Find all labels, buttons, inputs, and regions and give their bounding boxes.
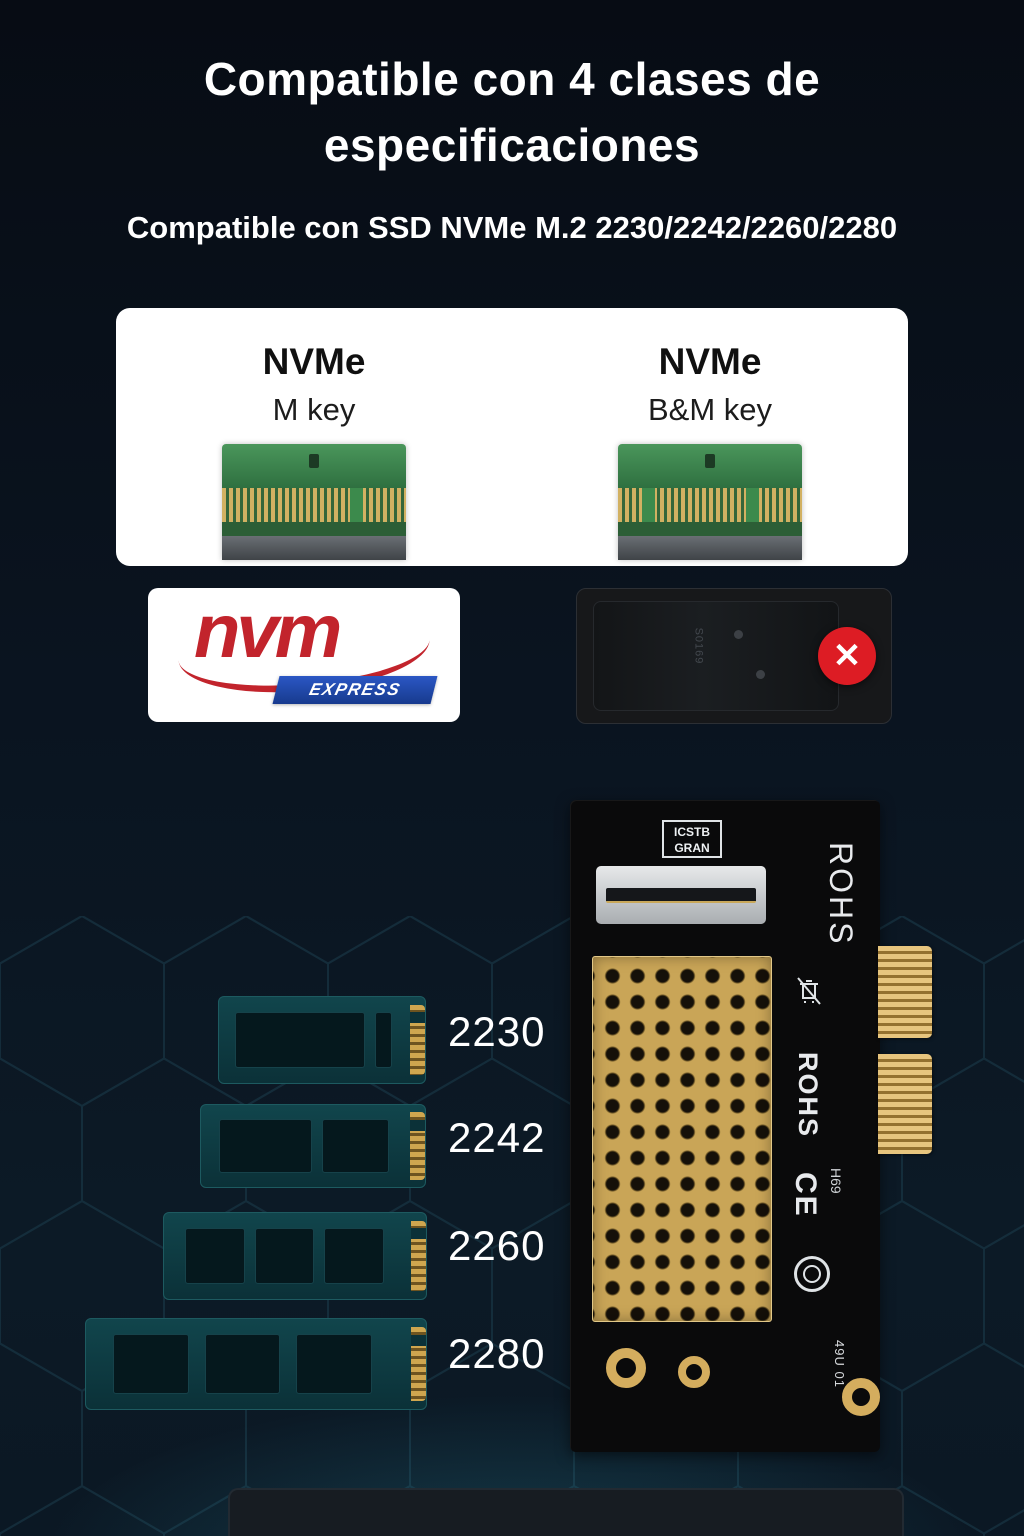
- size-label-2280: 2280: [448, 1330, 546, 1377]
- express-logo-text: EXPRESS: [307, 680, 403, 699]
- ssd-2242-graphic: [200, 1104, 426, 1188]
- m-key-notch: [746, 487, 759, 522]
- adapter-label-box: ICSTB GRAN: [662, 820, 722, 858]
- rohs-marking-top: ROHS: [823, 842, 859, 947]
- chip: [235, 1011, 366, 1069]
- chip: [375, 1011, 393, 1069]
- bottom-stand: [228, 1488, 904, 1536]
- chip: [254, 1227, 315, 1285]
- chips: [113, 1334, 372, 1394]
- page-subtitle: Compatible con SSD NVMe M.2 2230/2242/22…: [126, 210, 898, 245]
- adapter-label-line2: GRAN: [674, 840, 710, 855]
- page-title-line2: especificaciones: [323, 119, 701, 171]
- size-label-2242: 2242: [448, 1114, 546, 1161]
- bm-key-label: B&M key: [647, 391, 773, 427]
- nvm-express-logo-card: nvm EXPRESS: [148, 588, 460, 722]
- ssd-pcb-marking: S0169: [692, 627, 705, 665]
- edge-notch: [411, 1228, 426, 1240]
- chip: [113, 1334, 189, 1394]
- adapter-label-line1: ICSTB: [674, 825, 710, 839]
- rohs-marking-side: ROHS: [793, 1052, 823, 1139]
- m-key-label: M key: [272, 391, 356, 427]
- mounting-hole: [842, 1378, 880, 1416]
- ssd-2260-graphic: [163, 1212, 427, 1300]
- serial-marking: 49U 01: [832, 1340, 847, 1388]
- nvm-logo-text: nvm: [194, 589, 342, 674]
- chips: [235, 1011, 393, 1069]
- pcie-edge-connector-segment-1: [878, 946, 932, 1038]
- page-title-line1: Compatible con 4 clases de: [203, 53, 821, 105]
- gold-fingers: [618, 487, 802, 522]
- bm-key-connector-photo: [618, 443, 802, 560]
- pcie-adapter-card-photo: ICSTB GRAN ROHS ROHS CE H69: [570, 800, 932, 1452]
- screw-pad: [734, 630, 743, 639]
- connector-underside: [618, 535, 802, 560]
- chip: [184, 1227, 245, 1285]
- pcb-mid: [222, 521, 406, 536]
- chip: [296, 1334, 372, 1394]
- connector-underside: [222, 535, 406, 560]
- b-key-notch: [642, 487, 655, 522]
- pcie-edge-connector-segment-2: [878, 1054, 932, 1154]
- pcb-top: [618, 443, 802, 488]
- size-label-2230: 2230: [448, 1008, 546, 1055]
- mounting-hole: [678, 1356, 710, 1388]
- nvme-label-right: NVMe: [658, 341, 762, 382]
- nvme-label-left: NVMe: [262, 341, 366, 382]
- compat-column-bm-key: NVMe B&M key: [512, 308, 908, 566]
- m2-slot: [606, 888, 756, 903]
- logo-inner-mark: [803, 1265, 821, 1283]
- sata-ssd-photo: S0169: [593, 601, 839, 711]
- certification-circle-logo: [794, 1256, 830, 1292]
- gold-fingers: [222, 487, 406, 522]
- m-key-connector-photo: [222, 443, 406, 560]
- incompatible-x-icon: ✕: [818, 627, 876, 685]
- chip: [218, 1118, 313, 1174]
- pcb-mid: [618, 521, 802, 536]
- screw-pad: [756, 670, 765, 679]
- edge-notch: [410, 1012, 425, 1024]
- chips: [218, 1118, 390, 1174]
- chip: [324, 1227, 385, 1285]
- ce-marking: CE: [789, 1172, 822, 1218]
- chips: [184, 1227, 385, 1285]
- gold-heatsink-plate: [592, 956, 772, 1322]
- small-marking: H69: [828, 1168, 844, 1194]
- m2-socket: [596, 866, 766, 924]
- mounting-hole: [606, 1348, 646, 1388]
- edge-notch: [411, 1335, 426, 1347]
- m-key-notch: [350, 487, 363, 522]
- pcb-hole: [705, 453, 715, 468]
- pcb-top: [222, 443, 406, 488]
- compat-column-m-key: NVMe M key: [116, 308, 512, 566]
- express-ribbon: EXPRESS: [272, 676, 438, 704]
- weee-crossed-bin-icon: [797, 977, 821, 1005]
- pcb-hole: [309, 453, 319, 468]
- compatibility-card: NVMe M key NVMe B&M key: [116, 308, 908, 566]
- chip: [322, 1118, 390, 1174]
- edge-notch: [410, 1119, 425, 1131]
- ssd-2280-graphic: [85, 1318, 427, 1410]
- ssd-2230-graphic: [218, 996, 426, 1084]
- chip: [204, 1334, 281, 1394]
- size-label-2260: 2260: [448, 1222, 546, 1269]
